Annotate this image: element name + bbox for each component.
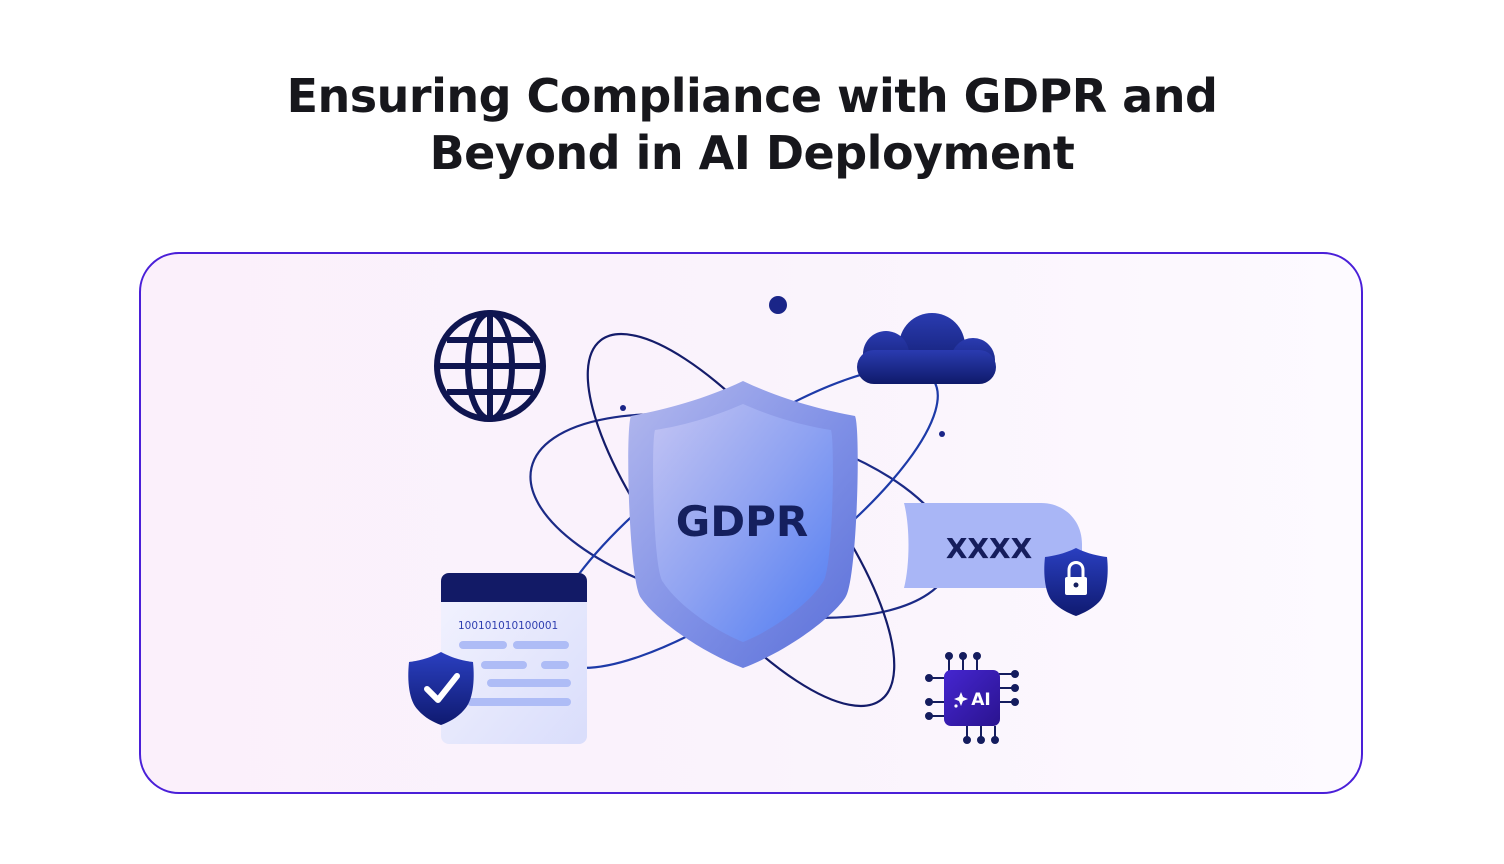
globe-icon — [434, 310, 546, 422]
document-icon: 100101010100001 — [441, 573, 587, 744]
masked-data-bubble: XXXX — [904, 503, 1082, 588]
decor-dot — [620, 405, 626, 411]
shield-check-icon — [408, 652, 474, 725]
chip-label: AI — [971, 690, 990, 710]
gdpr-shield: GDPR — [628, 381, 858, 668]
gdpr-illustration: GDPR XXXX 100101010100001 — [408, 296, 1108, 744]
cloud-icon — [857, 313, 996, 384]
padlock-shield-icon — [1044, 548, 1108, 616]
title-line-2: Beyond in AI Deployment — [429, 126, 1075, 180]
decor-dot — [939, 431, 945, 437]
document-binary: 100101010100001 — [458, 620, 558, 632]
shield-label: GDPR — [676, 497, 808, 546]
title-line-1: Ensuring Compliance with GDPR and — [286, 69, 1218, 123]
masked-field-text: XXXX — [946, 532, 1033, 565]
illustration-card: GDPR XXXX 100101010100001 — [139, 252, 1363, 794]
ai-chip-icon: AI — [925, 652, 1019, 744]
decor-dot — [769, 296, 787, 314]
page-title: Ensuring Compliance with GDPR and Beyond… — [0, 68, 1504, 182]
